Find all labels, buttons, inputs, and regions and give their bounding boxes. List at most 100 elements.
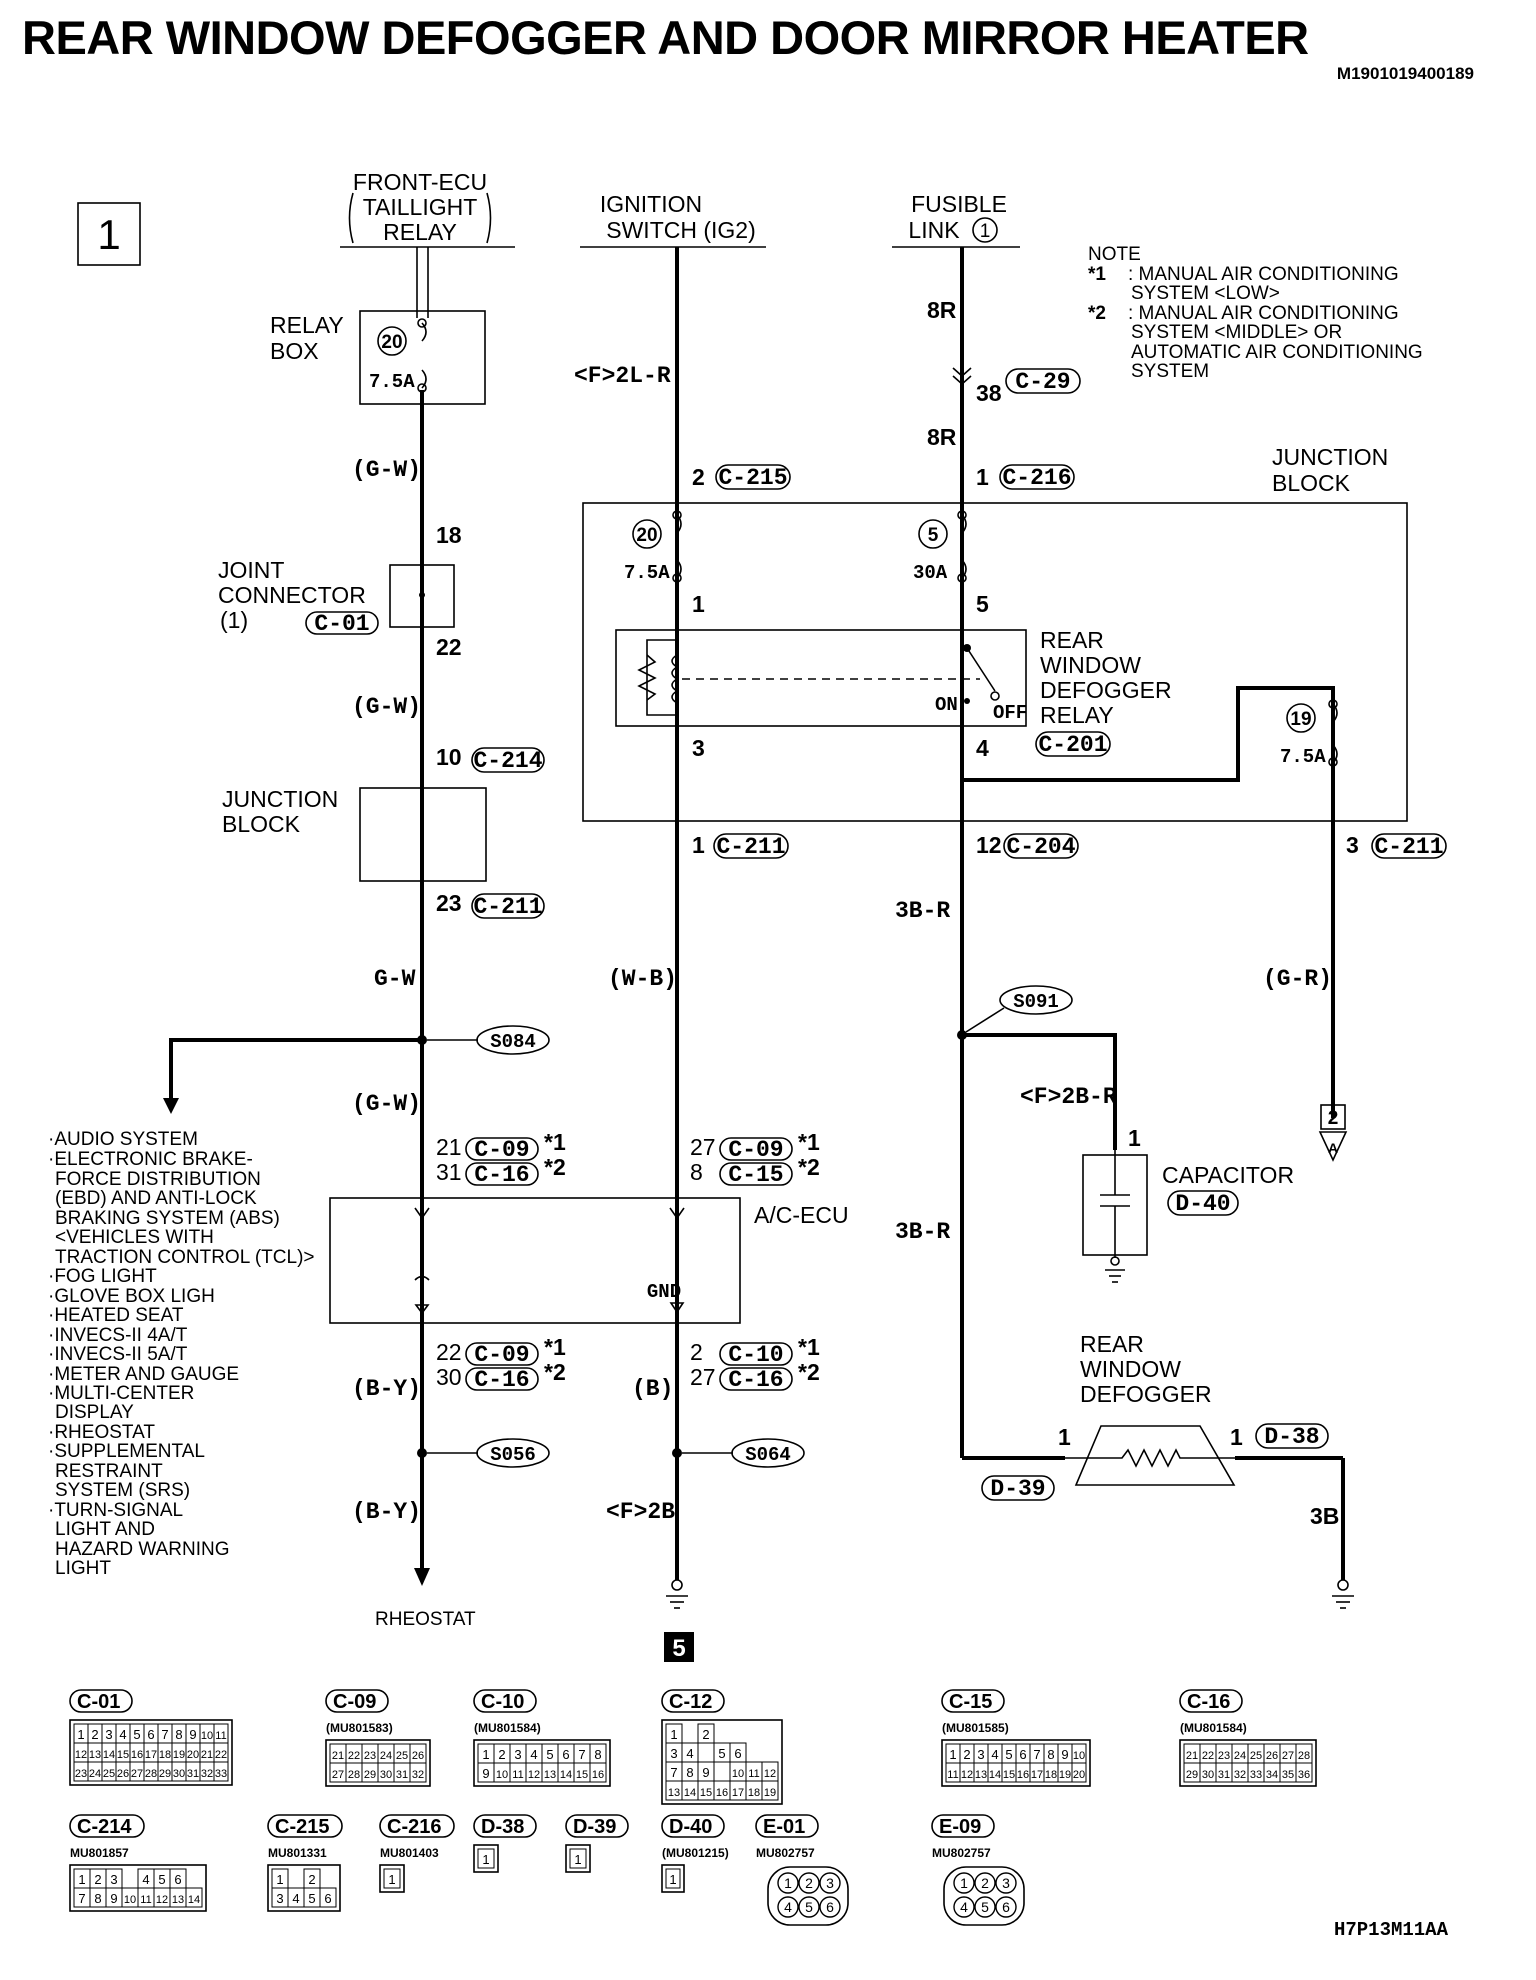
legend-d-39-pin-label: 1: [574, 1852, 581, 1867]
connector-d40-label: D-40: [1175, 1191, 1230, 1217]
legend-c-216-housing: [379, 1864, 405, 1893]
legend-d-40-part: (MU801215): [662, 1846, 729, 1860]
svg-text:(1): (1): [220, 607, 248, 633]
connector-c29: [1005, 368, 1081, 394]
legend-c-10-pin-label: 14: [560, 1769, 572, 1781]
legend-c-01-pin-label: 26: [117, 1768, 129, 1780]
legend-c-09-pin-label: 24: [380, 1750, 392, 1762]
svg-text:DEFOGGER: DEFOGGER: [1040, 677, 1172, 703]
legend-c-16-pin-label: 31: [1218, 1769, 1230, 1781]
legend-c-12-pin-label: 16: [716, 1787, 728, 1799]
connector-c216: [999, 464, 1075, 490]
wire-label-b: (B): [632, 1376, 673, 1402]
legend-e-09-pin-label: 6: [1002, 1899, 1010, 1915]
svg-text:C-16: C-16: [474, 1367, 529, 1393]
legend-c-01-pin-label: 15: [117, 1749, 129, 1761]
svg-text:22: 22: [436, 1339, 462, 1365]
legend-c-15-pin-label: 8: [1047, 1747, 1054, 1762]
legend-e-09-pin: [974, 1872, 996, 1894]
splice-s064-label: S064: [745, 1444, 791, 1466]
svg-text:C-15: C-15: [728, 1162, 783, 1188]
legend-c-01-pin-label: 21: [201, 1749, 213, 1761]
legend-c-01-pin-label: 33: [215, 1768, 227, 1780]
legend-c-12-pin-label: 19: [764, 1787, 776, 1799]
ac-ecu-pins-right-bottom: 2 27 C-10 C-16 *1 *2: [690, 1334, 820, 1393]
splice-s056: [476, 1438, 550, 1468]
legend-c-15-pin-label: 12: [961, 1769, 973, 1781]
legend-c-10-pin-label: 8: [594, 1747, 601, 1762]
svg-text:5: 5: [928, 525, 939, 546]
svg-text:20: 20: [381, 332, 402, 353]
svg-text:19: 19: [1290, 709, 1311, 730]
ac-ecu-pins-left-top: 21 31 C-09 C-16 *1 *2: [436, 1129, 566, 1188]
svg-text:FUSIBLE: FUSIBLE: [911, 191, 1007, 217]
junction-pin-12: 12: [976, 832, 1002, 858]
legend-d-40-pill: [661, 1814, 725, 1838]
pin-10: 10: [436, 744, 462, 770]
legend-c-215-pin: [319, 1887, 337, 1908]
legend-e-09-pin-label: 3: [1002, 1875, 1010, 1891]
legend-c-01-pin: [213, 1761, 229, 1782]
pin-18: 18: [436, 522, 462, 548]
legend-c-15-pin-label: 17: [1031, 1769, 1043, 1781]
svg-text:7.5A: 7.5A: [624, 562, 670, 584]
svg-text:C-10: C-10: [728, 1342, 783, 1368]
legend-c-15-id: C-15: [949, 1691, 992, 1713]
fuse-symbols: [672, 510, 1338, 767]
fuse-20-junction: 20 7.5A: [624, 519, 670, 584]
legend-e-01-pin: [798, 1896, 820, 1918]
legend-c-01-pill: [69, 1689, 133, 1713]
svg-text:*2: *2: [1088, 303, 1106, 324]
legend-c-12-pin-label: 18: [748, 1787, 760, 1799]
legend-e-09-id: E-09: [939, 1816, 981, 1838]
legend-c-01-pin-label: 27: [131, 1768, 143, 1780]
legend-c-09-pin-label: 30: [380, 1769, 392, 1781]
legend-c-10-id: C-10: [481, 1691, 524, 1713]
legend-c-01-id: C-01: [77, 1691, 120, 1713]
svg-text:C-09: C-09: [728, 1137, 783, 1163]
ignition-switch-label: IGNITION SWITCH (IG2): [600, 191, 756, 243]
legend-c-15-pin-label: 14: [989, 1769, 1001, 1781]
svg-text:·HEATED SEAT: ·HEATED SEAT: [48, 1305, 184, 1326]
legend-c-01-pin-label: 30: [173, 1768, 185, 1780]
legend-c-01-pin-label: 29: [159, 1768, 171, 1780]
pin-23: 23: [436, 890, 462, 916]
legend-c-01-pin-label: 10: [201, 1730, 213, 1742]
legend-c-10-pin-label: 3: [514, 1747, 521, 1762]
legend-e-09-pin: [974, 1896, 996, 1918]
legend-c-10-housing: [473, 1739, 611, 1787]
wire-label-8r-b: 8R: [927, 424, 957, 450]
legend-e-09-housing: [943, 1866, 1025, 1926]
figure-code: H7P13M11AA: [1334, 1919, 1449, 1941]
wire-label-f2br: <F>2B-R: [1020, 1084, 1117, 1110]
junction-pin-3: 3: [1346, 832, 1359, 858]
legend-e-01-pin: [777, 1872, 799, 1894]
relay-coil: [637, 639, 980, 716]
svg-text:2: 2: [690, 1339, 703, 1365]
svg-text:·TURN-SIGNAL: ·TURN-SIGNAL: [48, 1500, 183, 1521]
ac-ecu-pins-left-bottom: 22 30 C-09 C-16 *1 *2: [436, 1334, 566, 1393]
legend-c-10-pin-label: 1: [482, 1747, 489, 1762]
relay-box-label: RELAY BOX: [270, 312, 344, 364]
legend-c-01-pin-label: 16: [131, 1749, 143, 1761]
legend-e-01-pin-label: 1: [784, 1875, 792, 1891]
legend-c-10-pin-label: 4: [530, 1747, 537, 1762]
connector-c211-c-label: C-211: [1374, 834, 1443, 860]
connector-d40: [1167, 1190, 1239, 1216]
svg-text:: MANUAL AIR CONDITIONING: : MANUAL AIR CONDITIONING: [1128, 264, 1399, 285]
legend-c-214-pin-label: 8: [94, 1891, 101, 1906]
svg-text:*1: *1: [798, 1334, 820, 1360]
note-block: NOTE *1 : MANUAL AIR CONDITIONING SYSTEM…: [1088, 244, 1423, 382]
connector-c215: [715, 464, 791, 490]
relay-pin-4: 4: [976, 735, 989, 761]
svg-text:27: 27: [690, 1134, 716, 1160]
legend-c-214-id: C-214: [77, 1816, 132, 1838]
legend-c-16-housing: [1179, 1739, 1317, 1787]
connector-c204-label: C-204: [1006, 834, 1075, 860]
legend-c-214-pin-label: 13: [172, 1894, 184, 1906]
legend-c-15-pill: [941, 1689, 1005, 1713]
legend-c-01-housing: [69, 1719, 233, 1786]
legend-d-40-pin: [665, 1868, 681, 1889]
connector-d38: [1255, 1423, 1329, 1449]
legend-d-39-id: D-39: [573, 1816, 616, 1838]
